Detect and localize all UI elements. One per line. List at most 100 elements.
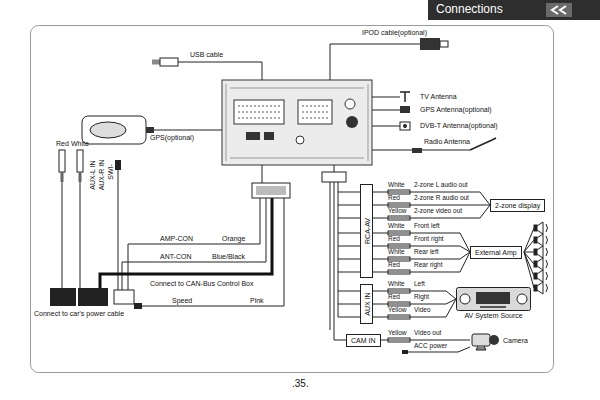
wire-color: Red	[388, 294, 400, 301]
antenna-jack	[345, 99, 355, 109]
wire-color: Yellow	[388, 307, 407, 314]
speaker-symbol	[537, 234, 548, 246]
rca-plug	[61, 172, 64, 182]
antenna-label: GPS Antenna(optional)	[420, 106, 492, 113]
wire-color: White	[388, 249, 405, 256]
wire-connector	[381, 340, 471, 341]
signal-name: Front left	[414, 223, 440, 230]
gps-module	[90, 122, 126, 138]
radio-antenna-plug	[412, 148, 422, 153]
speaker-symbol	[537, 246, 548, 258]
node-text: CAM IN	[351, 337, 376, 344]
speaker-symbol	[537, 270, 548, 282]
page-heading: Connections	[436, 3, 503, 16]
wire-color: White	[388, 182, 405, 189]
power-connector	[50, 288, 76, 306]
usb-plug	[152, 60, 160, 65]
wire-color: Pink	[250, 297, 264, 304]
page-number: .35.	[292, 379, 309, 389]
camera-device: Camera	[470, 329, 528, 351]
amplifier-box: External Amp	[470, 246, 522, 259]
wire-color: White	[71, 140, 89, 147]
display-box: 2-zone display	[490, 199, 545, 212]
rca-plug	[59, 150, 65, 172]
header-bar	[428, 0, 600, 20]
gps-antenna-plug	[400, 106, 410, 113]
node-text: AUX IN	[363, 292, 370, 315]
gps-module	[82, 116, 146, 144]
unit-port	[264, 132, 274, 140]
chevron-icon	[552, 6, 566, 14]
socket-pins	[302, 106, 328, 118]
wire-color: White	[388, 223, 405, 230]
node-text: Camera	[503, 337, 528, 344]
signal-name: 2-zone video out	[414, 208, 462, 215]
gps-plug	[146, 127, 154, 133]
rca-plug	[79, 172, 82, 182]
wire-color: Yellow	[388, 208, 407, 215]
wire-color: Yellow	[388, 330, 407, 337]
header-icon	[546, 3, 572, 17]
camera-drawing	[470, 329, 500, 351]
antenna-jack	[296, 136, 304, 144]
signal-name: Rear right	[414, 262, 443, 269]
wire-note: Connect to car's power cable	[34, 310, 124, 317]
camera-mount	[476, 346, 486, 350]
speaker-symbol	[537, 222, 548, 234]
av-source-device: AV System Source	[456, 287, 531, 319]
signal-name: AMP-CON	[160, 235, 193, 242]
dvd-unit-knob	[517, 294, 527, 304]
tv-antenna-symbol	[400, 92, 410, 102]
connector-box: AUX IN	[360, 284, 373, 324]
harness-wire	[330, 182, 360, 340]
speaker-wire	[524, 228, 534, 288]
node-text: 2-zone display	[495, 202, 540, 209]
page-frame	[31, 26, 554, 373]
antenna-label: TV Antenna	[420, 93, 457, 100]
antenna-jack	[346, 116, 358, 128]
harness-connector	[252, 183, 290, 198]
power-connector	[78, 288, 108, 306]
antenna-label: Radio Antenna	[424, 138, 470, 145]
dvd-unit-screen	[476, 292, 510, 304]
power-connector	[114, 290, 134, 304]
dvd-unit-knob	[460, 294, 470, 304]
usb-cable	[178, 62, 262, 80]
node-text: RCA-AV	[363, 218, 370, 244]
dvd-unit-body	[457, 288, 531, 311]
harness-wire	[62, 170, 284, 306]
camera-lens	[489, 335, 499, 345]
signal-name: Speed	[172, 297, 192, 304]
connector-box: RCA-AV	[360, 184, 373, 278]
signal-name: Right	[414, 294, 429, 301]
signal-name: 2-zone L audio out	[414, 182, 468, 189]
wire-note: Connect to CAN-Bus Control Box	[150, 280, 254, 287]
can-bus-bundle	[100, 198, 272, 288]
ipod-cable	[330, 44, 420, 80]
wire-color: Red	[56, 140, 69, 147]
gps-cable	[154, 130, 222, 131]
signal-name: AUX-L IN	[89, 160, 96, 189]
node-text: AV System Source	[456, 312, 531, 319]
wire-connector	[373, 192, 490, 218]
harness-connector	[256, 186, 286, 195]
speaker-symbol	[534, 222, 548, 294]
head-unit-rib	[226, 84, 368, 161]
acc-plug	[402, 350, 408, 354]
wire-color: Red	[388, 262, 400, 269]
head-unit	[222, 80, 372, 165]
wire-connector	[373, 233, 470, 272]
signal-name: Left	[414, 281, 425, 288]
antenna-label: DVB-T Antenna(optional)	[420, 122, 498, 129]
node-text: External Amp	[475, 249, 517, 256]
signal-name: 2-zone R audio out	[414, 195, 469, 202]
module-label: GPS(optional)	[150, 134, 194, 141]
signal-name: ANT-CON	[160, 253, 192, 260]
wire-color: Orange	[222, 235, 245, 242]
swi-plug	[115, 160, 121, 170]
ipod-plug	[420, 38, 440, 50]
camera-body	[472, 334, 490, 346]
speed-plug	[134, 303, 142, 309]
wire-color: Blue/Black	[212, 253, 245, 260]
signal-name: AUX-R IN	[98, 160, 105, 191]
